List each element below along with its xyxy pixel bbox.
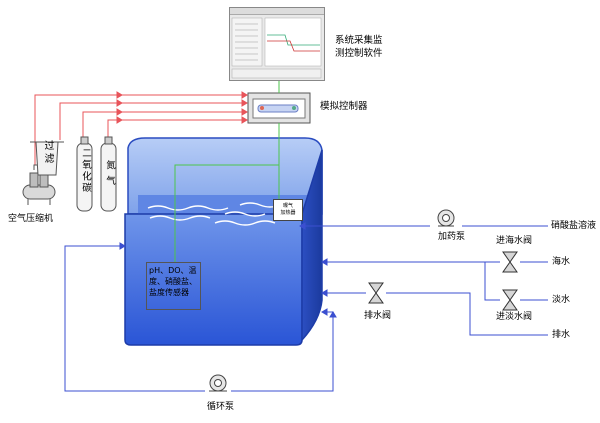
seawater-label: 海水: [552, 257, 571, 267]
nitrate-solution-label: 硝酸盐溶液: [551, 221, 597, 231]
compressor-label: 空气压缩机: [8, 214, 54, 224]
freshwater-valve-icon[interactable]: [502, 289, 518, 311]
software-label-line2: 测控制软件: [335, 48, 383, 59]
analog-controller: [247, 92, 311, 124]
sensor-box: pH、DO、温 度、硝酸盐、 盐度传感器: [146, 262, 201, 310]
dosing-pump-label: 加药泵: [438, 232, 466, 242]
software-screen-graph: [231, 17, 322, 79]
software-label-line1: 系统采集监: [335, 35, 383, 46]
water-waves: [147, 202, 281, 226]
circulation-pump-label: 循环泵: [207, 402, 235, 412]
n2-label: 氮气: [104, 160, 115, 191]
air-compressor-icon: [22, 164, 56, 205]
filter-icon: [30, 141, 64, 176]
seawater-valve-icon[interactable]: [502, 251, 518, 273]
co2-cylinder-icon: [76, 136, 93, 212]
filter-label: 过滤: [42, 140, 53, 166]
drain-label: 排水: [552, 330, 571, 340]
seawater-valve-label: 进海水阀: [496, 236, 533, 246]
drain-valve-icon[interactable]: [368, 282, 384, 304]
heater-label-line1: 曝气: [282, 203, 293, 209]
sensor-label-line2: 度、硝酸盐、: [149, 277, 197, 286]
sensor-label-line3: 盐度传感器: [149, 288, 189, 297]
water-lines: [64, 222, 548, 392]
air-lines: [34, 91, 248, 165]
controller-label: 模拟控制器: [320, 101, 368, 112]
sensor-label-line1: pH、DO、温: [149, 266, 197, 275]
dosing-pump-icon: [437, 209, 455, 227]
heater-label-line2: 加热器: [280, 210, 296, 216]
freshwater-label: 淡水: [552, 295, 571, 305]
aeration-heater-box: 曝气 加热器: [273, 199, 303, 221]
tank: [124, 137, 323, 346]
drain-valve-label: 排水阀: [364, 311, 392, 321]
co2-label: 二氧化碳: [80, 148, 91, 194]
signal-lines: [174, 81, 280, 262]
circulation-pump-icon: [209, 374, 227, 392]
software-title-bar: [230, 8, 324, 15]
monitoring-software-window: [229, 7, 325, 81]
freshwater-valve-label: 进淡水阀: [496, 312, 533, 322]
n2-cylinder-icon: [100, 136, 117, 212]
